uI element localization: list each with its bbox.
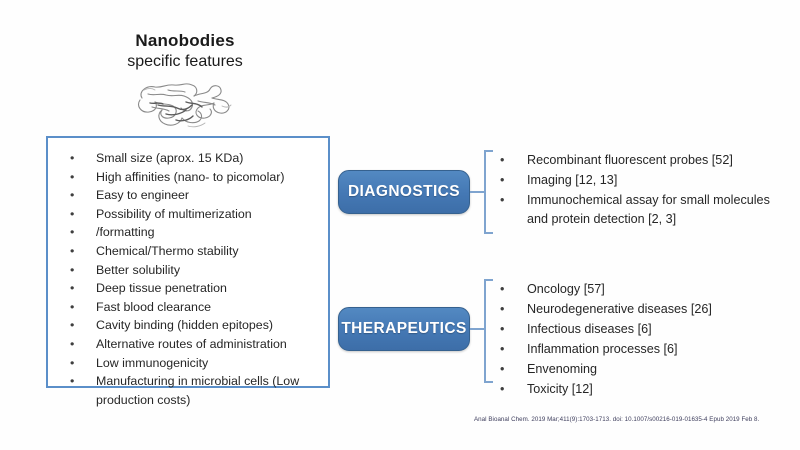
outcomes-list-diagnostics: • Recombinant fluorescent probes [52] • Im… — [490, 151, 790, 230]
feature-text: Possibility of multimerization — [96, 206, 252, 221]
bullet-icon: • — [70, 188, 75, 203]
list-item: • Infectious diseases [6] — [490, 320, 790, 339]
feature-text: Fast blood clearance — [96, 299, 212, 314]
outcome-text: Neurodegenerative diseases [26] — [527, 302, 712, 316]
feature-text: Low immunogenicity — [96, 355, 209, 370]
list-item: • Easy to engineer — [58, 186, 322, 205]
category-label-therapeutics: THERAPEUTICS — [341, 320, 467, 337]
bullet-icon: • — [70, 151, 75, 165]
list-item: • Manufacturing in microbial cells (Low p… — [58, 372, 322, 409]
outcome-text: Immunochemical assay for small molecules… — [527, 193, 770, 226]
feature-text: Better solubility — [96, 262, 181, 277]
list-item: • Envenoming — [490, 360, 790, 379]
list-item: • Small size (aprox. 15 KDa) — [58, 149, 322, 168]
feature-text: Easy to engineer — [96, 188, 189, 203]
bullet-icon: • — [500, 302, 505, 316]
list-item: • Inflammation processes [6] — [490, 340, 790, 359]
bullet-icon: • — [70, 299, 75, 314]
bracket-diagnostics — [484, 150, 493, 234]
list-item: • Low immunogenicity — [58, 354, 322, 373]
outcome-text: Oncology [57] — [527, 282, 605, 296]
bullet-icon: • — [70, 262, 75, 277]
list-item: • Possibility of multimerization — [58, 205, 322, 224]
list-item: • Imaging [12, 13] — [490, 171, 790, 190]
outcome-text: Envenoming — [527, 362, 598, 376]
feature-text: Deep tissue penetration — [96, 281, 227, 296]
bullet-icon: • — [70, 243, 75, 258]
list-item: • Toxicity [12] — [490, 380, 790, 399]
bullet-icon: • — [500, 282, 505, 296]
outcome-text: Recombinant fluorescent probes [52] — [527, 153, 733, 167]
outcome-text: Inflammation processes [6] — [527, 342, 678, 356]
bullet-icon: • — [70, 169, 75, 184]
list-item: • Oncology [57] — [490, 280, 790, 299]
citation-text: Anal Bioanal Chem. 2019 Mar;411(9):1703-… — [474, 416, 760, 423]
feature-text: High affinities (nano- to picomolar) — [96, 169, 285, 184]
outcome-text: Infectious diseases [6] — [527, 322, 652, 336]
nanobody-protein-ribbon-image — [128, 76, 243, 134]
feature-text: Alternative routes of administration — [96, 336, 287, 351]
bullet-icon: • — [500, 382, 505, 396]
connector-stem-diagnostics — [470, 191, 484, 193]
list-item: • Cavity binding (hidden epitopes) — [58, 316, 322, 335]
bullet-icon: • — [500, 193, 505, 207]
list-item: • Better solubility — [58, 261, 322, 280]
bullet-icon: • — [70, 336, 75, 351]
feature-text: Manufacturing in microbial cells (Low pr… — [96, 374, 300, 407]
bullet-icon: • — [500, 153, 505, 167]
category-box-diagnostics[interactable]: DIAGNOSTICS — [338, 170, 470, 214]
list-item: • Chemical/Thermo stability — [58, 242, 322, 261]
list-item: • /formatting — [58, 223, 322, 242]
bullet-icon: • — [70, 318, 75, 333]
list-item: • Neurodegenerative diseases [26] — [490, 300, 790, 319]
list-item: • Immunochemical assay for small molecule… — [490, 191, 790, 229]
list-item: • Fast blood clearance — [58, 298, 322, 317]
list-item: • High affinities (nano- to picomolar) — [58, 168, 322, 187]
bullet-icon: • — [500, 362, 505, 376]
title-block: Nanobodies specific features — [60, 30, 310, 73]
bullet-icon: • — [70, 281, 75, 296]
feature-text: /formatting — [96, 225, 155, 240]
list-item: • Deep tissue penetration — [58, 279, 322, 298]
bullet-icon: • — [70, 225, 75, 240]
category-box-therapeutics[interactable]: THERAPEUTICS — [338, 307, 470, 351]
outcome-text: Toxicity [12] — [527, 382, 593, 396]
list-item: • Alternative routes of administration — [58, 335, 322, 354]
outcome-text: Imaging [12, 13] — [527, 173, 618, 187]
connector-stem-therapeutics — [470, 328, 484, 330]
page-subtitle: specific features — [127, 53, 243, 71]
bullet-icon: • — [70, 355, 75, 370]
features-list: • Small size (aprox. 15 KDa) • High affini… — [48, 138, 328, 409]
feature-text: Small size (aprox. 15 KDa) — [96, 151, 244, 165]
feature-text: Chemical/Thermo stability — [96, 243, 239, 258]
bullet-icon: • — [500, 173, 505, 187]
list-item: • Recombinant fluorescent probes [52] — [490, 151, 790, 170]
page-title: Nanobodies — [135, 31, 235, 50]
bullet-icon: • — [70, 206, 75, 221]
outcomes-list-therapeutics: • Oncology [57] • Neurodegenerative diseas… — [490, 280, 790, 400]
nanobody-features-panel: • Small size (aprox. 15 KDa) • High affini… — [46, 136, 330, 407]
bullet-icon: • — [500, 342, 505, 356]
feature-text: Cavity binding (hidden epitopes) — [96, 318, 274, 333]
category-label-diagnostics: DIAGNOSTICS — [347, 183, 461, 200]
bullet-icon: • — [70, 374, 75, 389]
bracket-therapeutics — [484, 279, 493, 383]
bullet-icon: • — [500, 322, 505, 336]
